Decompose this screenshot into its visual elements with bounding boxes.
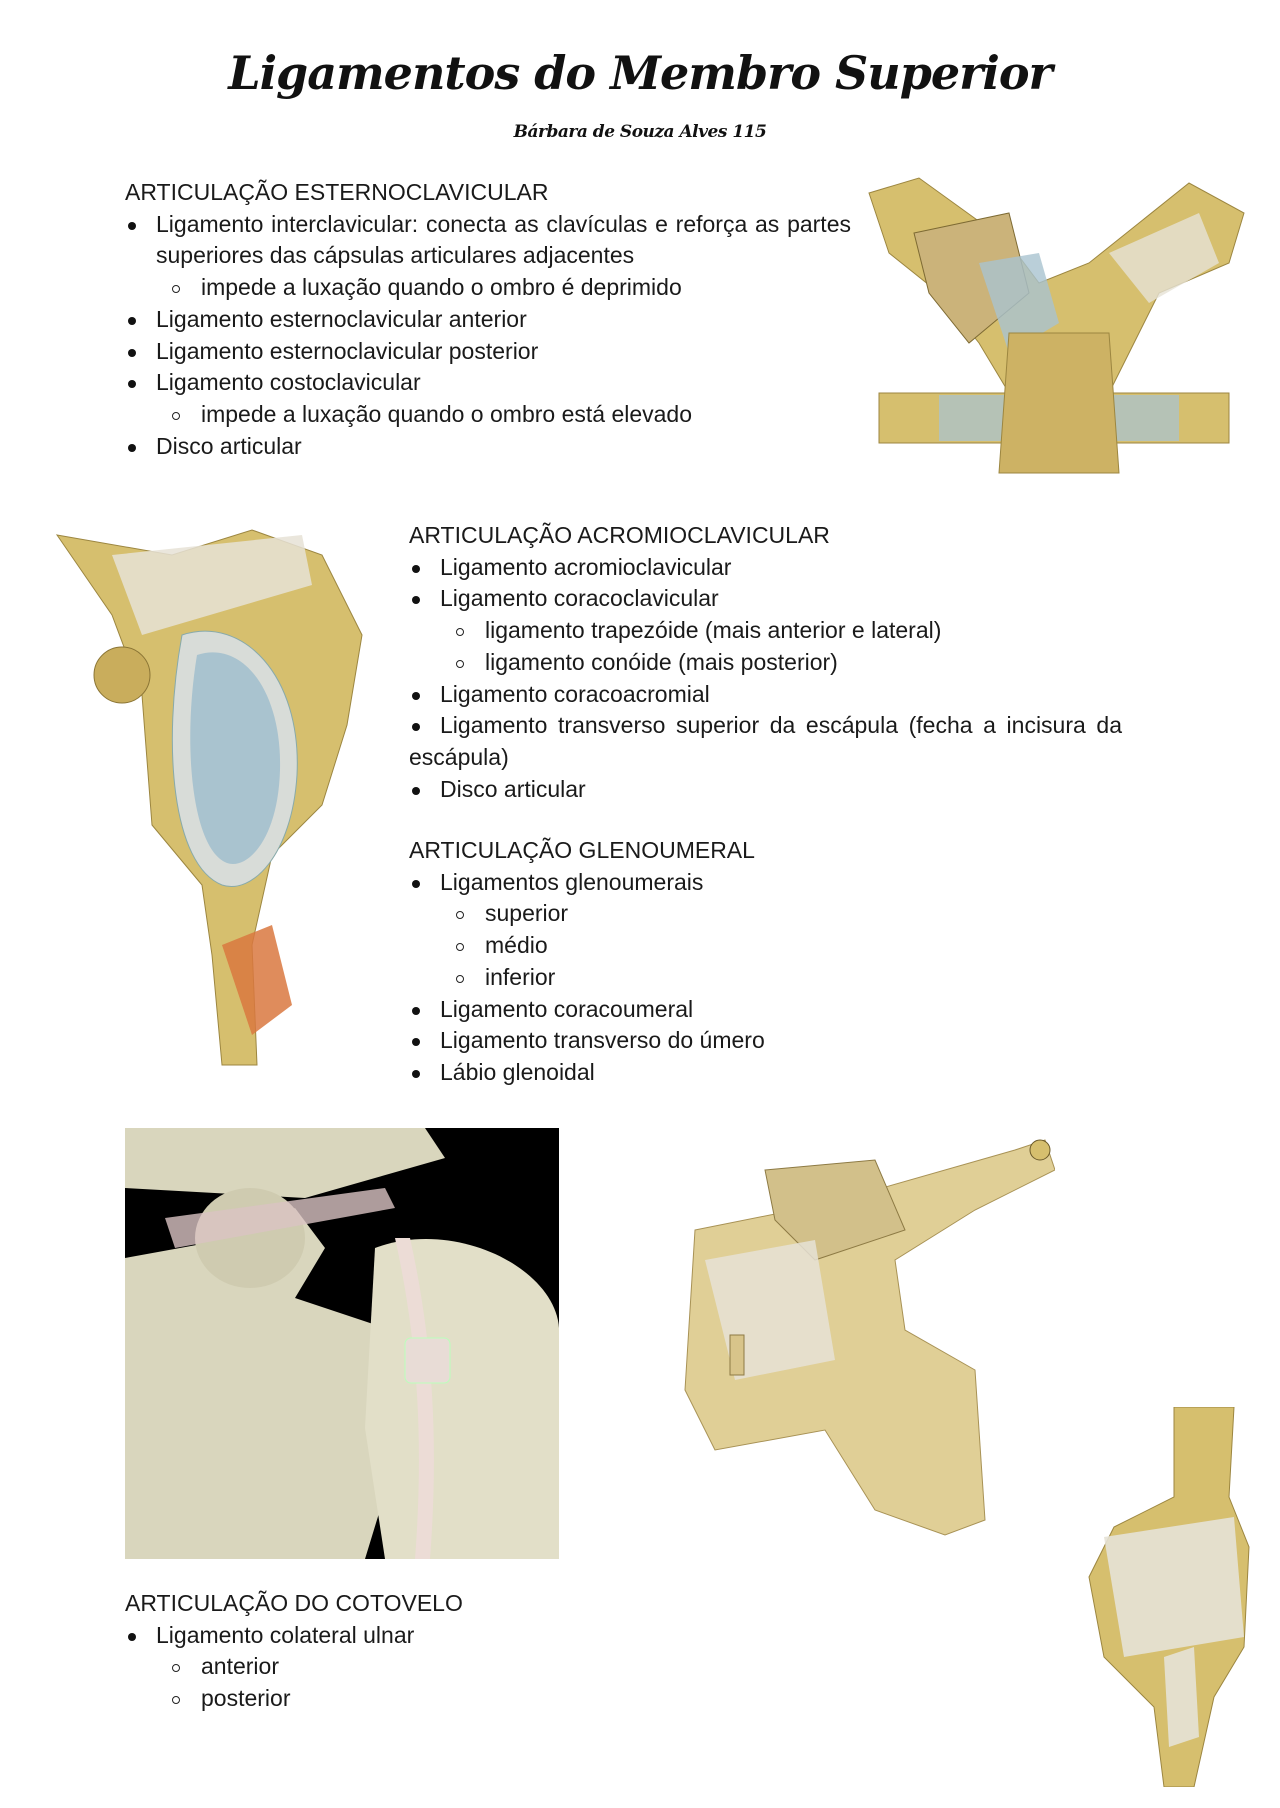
list-item: Ligamento interclavicular: conecta as cl…: [125, 209, 851, 272]
page-title: Ligamentos do Membro Superior: [228, 46, 1053, 100]
ligament-list: Ligamento interclavicular: conecta as cl…: [125, 209, 851, 463]
shoulder-anterior-illustration: [684, 1139, 1055, 1536]
list-subitem: superior: [409, 898, 1122, 930]
list-item: Disco articular: [409, 774, 1122, 806]
ligament-list: Ligamentos glenoumerais superior médio i…: [409, 867, 1122, 1089]
list-item: Ligamento acromioclavicular: [409, 552, 1122, 584]
author-line: Bárbara de Souza Alves 115: [513, 122, 767, 142]
list-item: Ligamento transverso superior da escápul…: [409, 710, 1122, 773]
ligament-list: Ligamento colateral ulnar anterior poste…: [125, 1620, 725, 1715]
list-subitem: médio: [409, 930, 1122, 962]
section-heading: ARTICULAÇÃO ACROMIOCLAVICULAR: [409, 522, 830, 548]
list-item: Ligamentos glenoumerais: [409, 867, 1122, 899]
sternoclavicular-illustration: [868, 177, 1245, 474]
list-subitem: impede a luxação quando o ombro é deprim…: [125, 272, 851, 304]
list-subitem: ligamento trapezóide (mais anterior e la…: [409, 615, 1122, 647]
list-subitem: anterior: [125, 1651, 725, 1683]
list-item: Ligamento esternoclavicular anterior: [125, 304, 851, 336]
list-item: Ligamento esternoclavicular posterior: [125, 336, 851, 368]
list-item: Lábio glenoidal: [409, 1057, 1122, 1089]
list-item: Ligamento coracoacromial: [409, 679, 1122, 711]
list-item: Ligamento costoclavicular: [125, 367, 851, 399]
list-item: Ligamento colateral ulnar: [125, 1620, 725, 1652]
list-item: Disco articular: [125, 431, 851, 463]
glenoid-illustration: [55, 529, 363, 1066]
section-heading: ARTICULAÇÃO ESTERNOCLAVICULAR: [125, 179, 549, 205]
section-heading: ARTICULAÇÃO DO COTOVELO: [125, 1590, 463, 1616]
section-heading: ARTICULAÇÃO GLENOUMERAL: [409, 837, 755, 863]
list-item: Ligamento coracoumeral: [409, 994, 1122, 1026]
section-glenohumeral: ARTICULAÇÃO GLENOUMERAL Ligamentos gleno…: [409, 835, 1122, 1089]
list-subitem: impede a luxação quando o ombro está ele…: [125, 399, 851, 431]
ligament-list: Ligamento acromioclavicular Ligamento co…: [409, 552, 1122, 806]
list-item: Ligamento transverso do úmero: [409, 1025, 1122, 1057]
shoulder-3d-render: [125, 1128, 559, 1559]
elbow-illustration: [1088, 1407, 1250, 1787]
list-subitem: posterior: [125, 1683, 725, 1715]
list-subitem: inferior: [409, 962, 1122, 994]
section-sternoclavicular: ARTICULAÇÃO ESTERNOCLAVICULAR Ligamento …: [125, 177, 851, 462]
section-elbow: ARTICULAÇÃO DO COTOVELO Ligamento colate…: [125, 1588, 725, 1715]
list-item: Ligamento coracoclavicular: [409, 583, 1122, 615]
section-acromioclavicular: ARTICULAÇÃO ACROMIOCLAVICULAR Ligamento …: [409, 520, 1122, 805]
list-subitem: ligamento conóide (mais posterior): [409, 647, 1122, 679]
